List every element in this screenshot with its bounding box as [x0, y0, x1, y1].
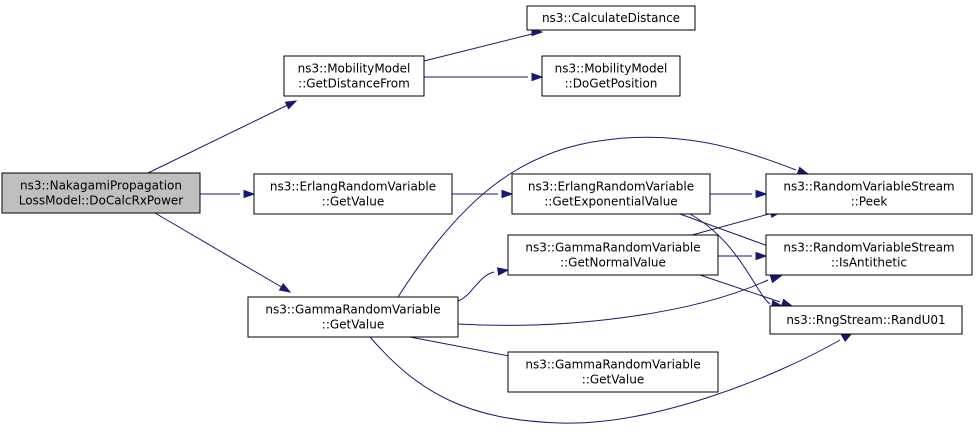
node-label-line: ::GetValue [322, 318, 384, 332]
node-label-line: ::IsAntithetic [831, 256, 907, 270]
edge-arrowhead [755, 251, 768, 261]
node-erlang-getvalue[interactable]: ns3::ErlangRandomVariable::GetValue [253, 173, 453, 215]
node-box [283, 55, 425, 97]
edge-mm_getdist-to-mm_dogetpos [424, 72, 544, 82]
edge-gamma_getnormal-to-rvs_isanti [718, 251, 768, 261]
edge-gamma_getnormal-to-rng_randu01 [699, 274, 794, 307]
node-label-line: ns3::RandomVariableStream [783, 180, 954, 194]
node-box [507, 351, 719, 393]
node-label-line: ns3::MobilityModel [555, 62, 668, 76]
edge-line [457, 279, 769, 326]
edge-gamma_getvalue-to-rng_randu01 [369, 332, 854, 424]
node-label-line: ns3::MobilityModel [298, 62, 411, 76]
edge-mm_getdist-to-calcdist [423, 27, 544, 62]
node-box [1, 172, 201, 214]
edge-root-to-erlang_getvalue [200, 189, 256, 199]
node-box [765, 173, 973, 215]
node-calcdist[interactable]: ns3::CalculateDistance [526, 5, 696, 31]
edge-gamma_getvalue-to-rvs_isanti [457, 274, 783, 326]
node-gamma-getvalue[interactable]: ns3::GammaRandomVariable::GetValue [247, 296, 459, 338]
node-label-line: ns3::GammaRandomVariable [265, 303, 440, 317]
node-label-line: ::DoGetPosition [565, 77, 658, 91]
node-box [253, 173, 453, 215]
edge-arrowhead [284, 100, 298, 110]
edge-arrowhead [278, 282, 292, 293]
edge-arrowhead [496, 267, 510, 276]
node-label-line: ns3::GammaRandomVariable [525, 358, 700, 372]
edge-line [689, 213, 771, 305]
edge-erlang_getvalue-to-erlang_getexp [452, 189, 514, 199]
node-gamma-getnormal[interactable]: ns3::GammaRandomVariable::GetNormalValue [507, 234, 719, 276]
node-rvs-isanti[interactable]: ns3::RandomVariableStream::IsAntithetic [765, 234, 973, 276]
node-label-line: ::GetNormalValue [560, 256, 666, 270]
edge-erlang_getexp-to-rvs_peek [710, 189, 768, 199]
node-box [247, 296, 459, 338]
node-root: ns3::NakagamiPropagationLossModel::DoCal… [1, 172, 201, 214]
edge-arrowhead [243, 189, 256, 199]
node-rng-randu01[interactable]: ns3::RngStream::RandU01 [769, 305, 963, 335]
node-label-line: ns3::GammaRandomVariable [525, 241, 700, 255]
edge-arrowhead [796, 166, 810, 175]
node-box [541, 55, 681, 97]
edge-root-to-gamma_getvalue [154, 212, 292, 293]
node-box [507, 234, 719, 276]
node-box [511, 173, 711, 215]
edge-line [369, 336, 841, 424]
node-label-line: ::Peek [851, 195, 888, 209]
edges-layer [147, 27, 854, 424]
node-label-line: ns3::RandomVariableStream [783, 241, 954, 255]
node-mm-getdist[interactable]: ns3::MobilityModel::GetDistanceFrom [283, 55, 425, 97]
node-box [526, 5, 696, 31]
edge-arrowhead [501, 189, 514, 199]
edge-line [699, 274, 781, 303]
node-rvs-peek[interactable]: ns3::RandomVariableStream::Peek [765, 173, 973, 215]
edge-line [147, 100, 297, 174]
node-label-line: ns3::ErlangRandomVariable [270, 180, 436, 194]
node-label-line: ns3::RngStream::RandU01 [786, 313, 945, 327]
node-label-line: ns3::ErlangRandomVariable [528, 180, 694, 194]
edge-line [154, 212, 291, 293]
node-box [765, 234, 973, 276]
edge-root-to-mm_getdist [147, 100, 298, 174]
node-label-line: ns3::CalculateDistance [542, 11, 680, 25]
edge-line [691, 213, 770, 236]
node-mm-dogetpos[interactable]: ns3::MobilityModel::DoGetPosition [541, 55, 681, 97]
nodes-layer: ns3::NakagamiPropagationLossModel::DoCal… [1, 5, 973, 393]
node-label-line: ::GetValue [582, 373, 644, 387]
edge-arrowhead [780, 298, 794, 307]
node-gamma-getvalue2[interactable]: ns3::GammaRandomVariable::GetValue [507, 351, 719, 393]
node-label-line: ::GetValue [322, 195, 384, 209]
edge-line [679, 213, 769, 247]
edge-line [423, 31, 541, 62]
node-erlang-getexp[interactable]: ns3::ErlangRandomVariable::GetExponentia… [511, 173, 711, 215]
node-label-line: ::GetDistanceFrom [298, 77, 410, 91]
edge-arrowhead [755, 189, 768, 199]
node-box [769, 305, 963, 335]
node-label-line: LossModel::DoCalcRxPower [19, 194, 183, 208]
edge-arrowhead [531, 72, 544, 82]
edge-line [397, 136, 797, 298]
edge-gamma_getvalue-to-gamma_getnormal [457, 267, 510, 302]
edge-arrowhead [769, 274, 783, 284]
node-label-line: ns3::NakagamiPropagation [20, 179, 182, 193]
edge-line [457, 271, 495, 302]
node-label-line: ::GetExponentialValue [544, 195, 677, 209]
